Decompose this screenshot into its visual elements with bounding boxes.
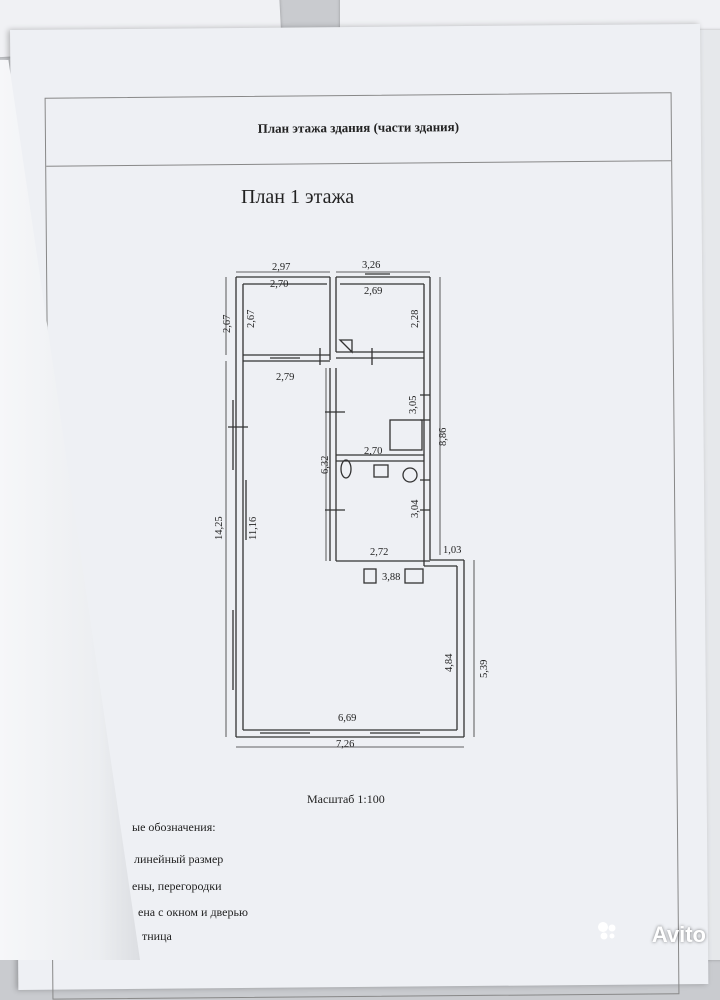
dim-label: 2,79: [276, 372, 294, 383]
door: [228, 348, 373, 511]
dim-label: 2,67: [246, 310, 257, 328]
dim-label: 4,84: [444, 653, 455, 672]
dim-label: 2,97: [272, 262, 290, 273]
dim-label: 8,86: [438, 428, 449, 446]
dim-label: 3,26: [362, 260, 380, 271]
dim-label: 14,25: [214, 516, 225, 540]
dim-label: 2,72: [370, 547, 388, 558]
dim-label: 2,70: [270, 279, 288, 290]
avito-watermark: Avito: [651, 922, 706, 947]
legend-item: ена с окном и дверью: [138, 905, 248, 919]
legend-item: линейный размер: [134, 852, 224, 866]
dim-label: 3,05: [408, 396, 419, 414]
dim-label: 11,16: [248, 517, 259, 540]
legend-item: ены, перегородки: [132, 879, 222, 893]
dim-label: 2,69: [364, 286, 382, 297]
outer-wall-inner: [242, 283, 458, 731]
avito-logo-icon: [598, 922, 616, 940]
partition: [329, 368, 430, 562]
legend-item: тница: [142, 929, 172, 943]
dim-label: 7,26: [336, 739, 354, 750]
partition: [243, 277, 424, 362]
outer-wall: [235, 276, 465, 738]
legend-heading: ые обозначения:: [132, 820, 216, 834]
dim-label: 3,88: [382, 572, 400, 583]
dim-label: 2,28: [410, 310, 421, 328]
dim-label: 2,70: [364, 446, 382, 457]
dim-label: 6,69: [338, 713, 356, 724]
dim-label: 1,03: [443, 545, 461, 556]
dim-label: 5,39: [479, 660, 490, 678]
fixture: [389, 419, 423, 451]
dim-label: 3,04: [410, 499, 421, 518]
fixture: [363, 568, 377, 584]
fixture: [402, 467, 418, 483]
plan-title: План 1 этажа: [241, 186, 355, 208]
window: [232, 273, 430, 734]
fixture: [373, 464, 389, 478]
floor-plan: 2,97 3,26 2,70 2,69 2,67 2,67 2,28 2,79 …: [214, 260, 490, 750]
fixture: [340, 459, 352, 479]
fixture: [404, 568, 424, 584]
dim-label: 2,67: [222, 315, 233, 333]
dimension-line: [225, 271, 475, 748]
scale-label: Масштаб 1:100: [307, 792, 385, 806]
stair-symbol: [338, 339, 353, 354]
dim-label: 6,32: [320, 456, 331, 474]
